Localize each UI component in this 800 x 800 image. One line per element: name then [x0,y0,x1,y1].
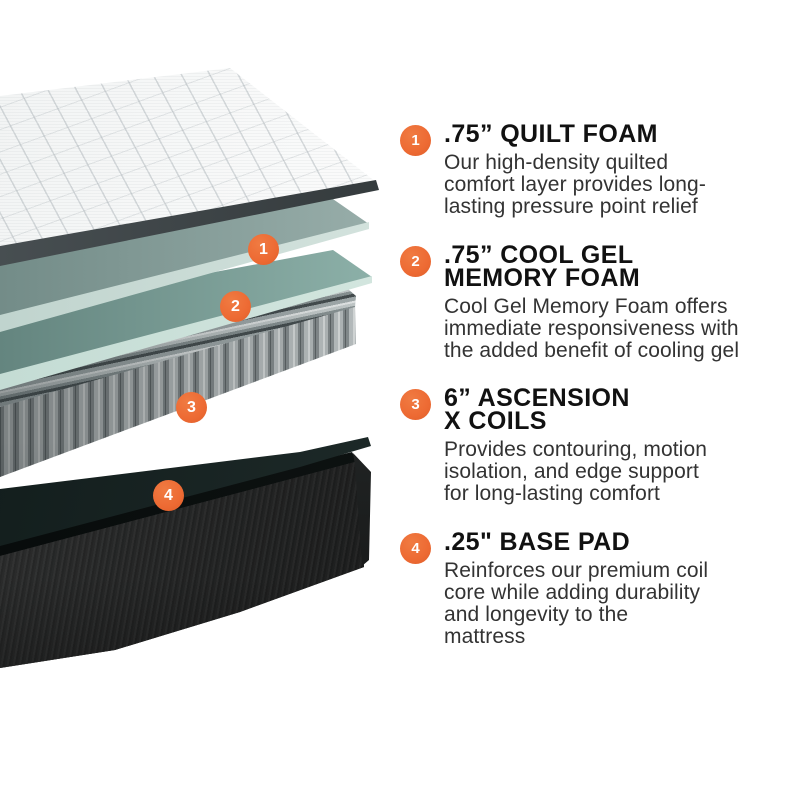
section-3-body-line: Provides contouring, motion [444,438,708,461]
section-4-body-line: mattress [444,625,526,648]
section-3-badge: 3 [400,389,431,420]
section-4-body-line: core while adding durability [444,581,701,604]
section-3-body-line: for long-lasting comfort [444,482,660,505]
section-1-body-line: Our high-density quilted [444,151,669,174]
section-4-number: 4 [411,540,420,557]
section-4-title-line: .25" BASE PAD [444,528,631,556]
section-2-body-line: the added benefit of cooling gel [444,339,740,362]
section-3-description: Provides contouring, motion isolation, a… [444,439,707,505]
section-3-number: 3 [411,396,420,413]
section-2-description: Cool Gel Memory Foam offers immediate re… [444,296,739,362]
diagram-badge-4-number: 4 [164,486,173,504]
section-2-body-line: immediate responsiveness with [444,317,739,340]
section-2-title-line: MEMORY FOAM [444,264,641,292]
diagram-badge-3-number: 3 [187,398,196,416]
section-4-description: Reinforces our premium coil core while a… [444,560,708,648]
section-2-title-line: .75” COOL GEL [444,241,634,269]
section-4-body-line: Reinforces our premium coil [444,559,709,582]
section-base-pad: 4 .25" BASE PAD Reinforces our premium c… [400,528,708,648]
section-1-body-line: comfort layer provides long- [444,173,706,196]
diagram-badge-2: 2 [220,291,251,322]
section-1-title: .75” QUILT FOAM [444,120,706,148]
section-4-badge: 4 [400,533,431,564]
diagram-badge-2-number: 2 [231,297,240,315]
section-cool-gel-memory-foam: 2 .75” COOL GEL MEMORY FOAM Cool Gel Mem… [400,241,739,362]
section-3-title-line: X COILS [444,407,547,435]
section-2-badge: 2 [400,246,431,277]
section-2-number: 2 [411,253,420,270]
section-1-number: 1 [411,132,420,149]
section-quilt-foam: 1 .75” QUILT FOAM Our high-density quilt… [400,120,706,218]
section-4-body-line: and longevity to the [444,603,629,626]
diagram-badge-1-number: 1 [259,240,268,258]
section-3-title: 6” ASCENSION X COILS [444,384,707,435]
diagram-badge-4: 4 [153,480,184,511]
section-2-body-line: Cool Gel Memory Foam offers [444,295,728,318]
section-ascension-x-coils: 3 6” ASCENSION X COILS Provides contouri… [400,384,707,505]
section-4-title: .25" BASE PAD [444,528,708,556]
diagram-badge-3: 3 [176,392,207,423]
section-1-body-line: lasting pressure point relief [444,195,698,218]
diagram-badge-1: 1 [248,234,279,265]
section-1-title-line: .75” QUILT FOAM [444,120,658,148]
section-1-description: Our high-density quilted comfort layer p… [444,152,706,218]
section-3-title-line: 6” ASCENSION [444,384,630,412]
section-2-title: .75” COOL GEL MEMORY FOAM [444,241,739,292]
section-3-body-line: isolation, and edge support [444,460,699,483]
section-1-badge: 1 [400,125,431,156]
